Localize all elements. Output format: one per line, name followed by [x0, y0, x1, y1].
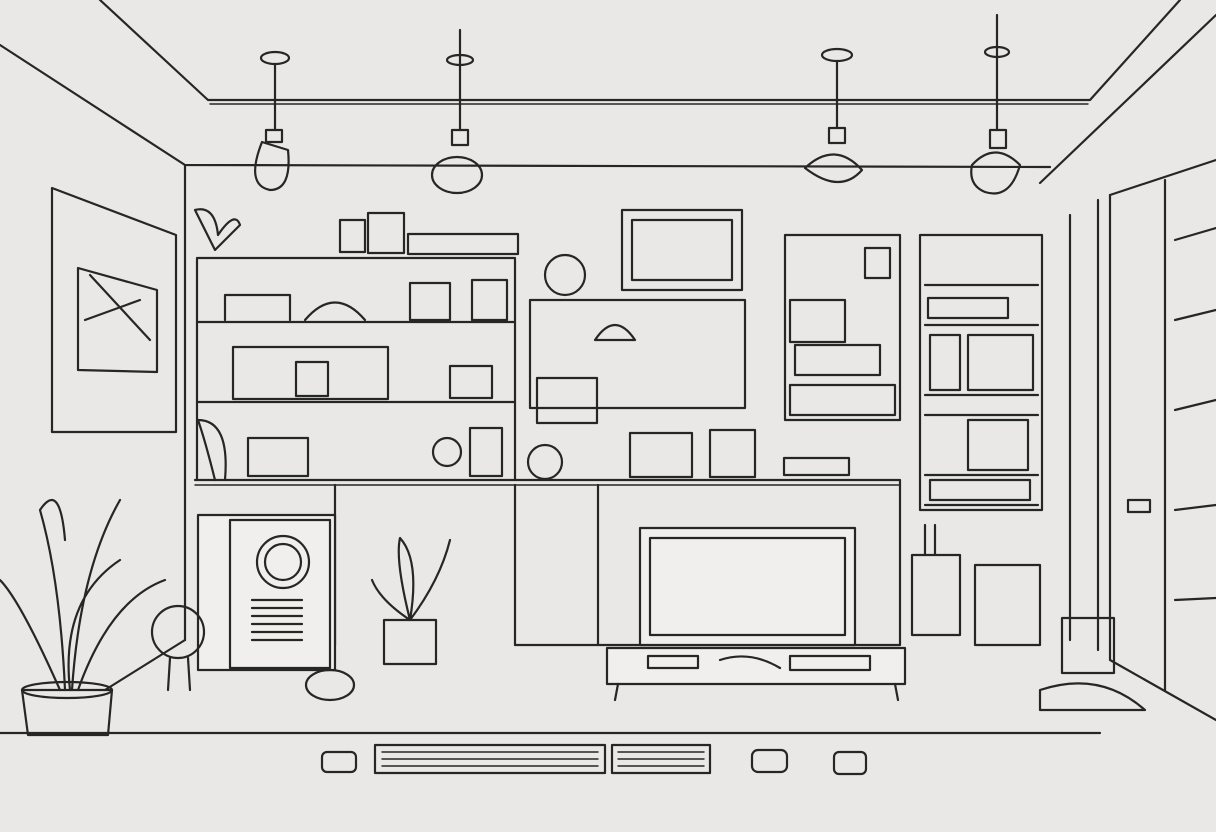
pendant-lamp-icon — [254, 50, 291, 192]
washing-machine-icon — [196, 513, 337, 672]
pendant-lamp-icon — [430, 28, 484, 195]
keyboard-icon — [373, 743, 712, 775]
television-icon — [638, 526, 857, 647]
wall-picture — [50, 186, 178, 434]
pendant-lamp-icon — [803, 47, 864, 184]
potted-plant-icon — [193, 208, 242, 482]
wall-frame — [528, 208, 851, 479]
door — [1038, 158, 1216, 722]
potted-plant-icon — [0, 498, 167, 737]
shelving-unit — [195, 211, 587, 482]
ceiling — [0, 0, 1216, 185]
bench — [605, 646, 907, 702]
pendant-lamp-icon — [970, 13, 1022, 195]
mouse-icon — [832, 750, 868, 776]
mouse-icon — [750, 748, 789, 774]
tall-cabinet — [910, 233, 1044, 647]
walls — [0, 163, 1102, 735]
cabinet — [783, 233, 902, 422]
speaker — [150, 604, 356, 702]
potted-plant-icon — [370, 536, 452, 666]
mouse-icon — [320, 750, 358, 774]
